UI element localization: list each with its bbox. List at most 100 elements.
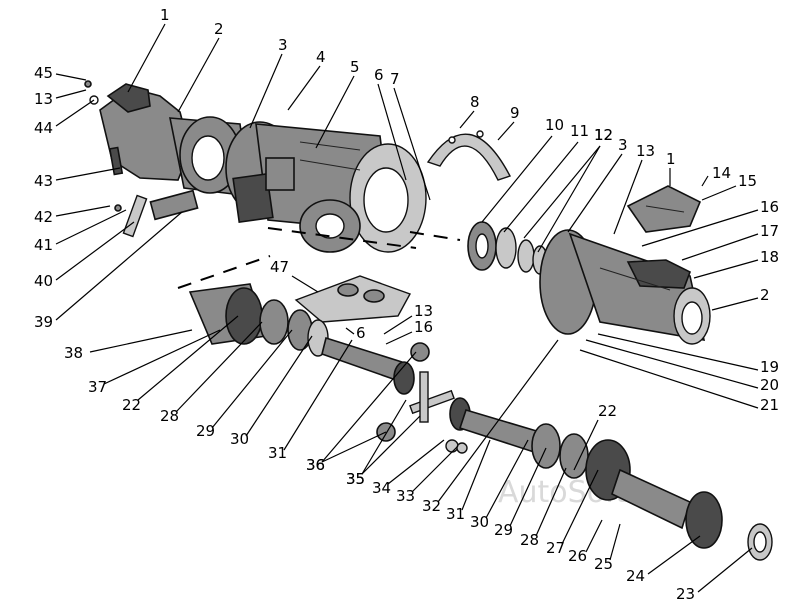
callout-label: 12 — [594, 126, 613, 144]
right-half-shaft-assembly — [449, 397, 773, 561]
callout-label: 1 — [160, 6, 170, 24]
callout-label: 27 — [546, 539, 565, 557]
leader-line — [361, 415, 421, 475]
leader-line — [291, 275, 319, 293]
callout-label: 37 — [88, 378, 107, 396]
leader-line — [461, 439, 491, 511]
callout-label: 16 — [760, 198, 779, 216]
leader-line — [481, 135, 553, 223]
leader-line — [597, 333, 759, 371]
callout-label: 43 — [34, 172, 53, 190]
callout-label: 13 — [414, 302, 433, 320]
left-half-shaft-assembly — [188, 283, 415, 395]
leader-line — [641, 209, 759, 247]
left-axle-housing — [99, 83, 251, 197]
callout-label: 5 — [350, 58, 360, 76]
leader-line — [315, 75, 355, 149]
leader-line — [585, 519, 603, 553]
callout-label: 41 — [34, 236, 53, 254]
leader-line — [561, 469, 599, 545]
right-axle-housing — [539, 229, 711, 345]
callout-label: 19 — [760, 358, 779, 376]
callout-label: 22 — [598, 402, 617, 420]
leader-line — [55, 209, 127, 245]
callout-label: 30 — [470, 513, 489, 531]
bracket — [294, 275, 412, 323]
leader-line — [383, 315, 413, 335]
leader-line — [55, 205, 111, 217]
leader-line — [377, 83, 407, 181]
callout-label: 29 — [196, 422, 215, 440]
callout-label: 16 — [414, 318, 433, 336]
leader-line — [55, 221, 135, 281]
leader-line — [55, 89, 87, 99]
callout-label: 47 — [270, 258, 289, 276]
leader-line — [579, 349, 759, 409]
callout-label: 3 — [278, 36, 288, 54]
leader-line — [175, 321, 263, 413]
seal-rings — [467, 221, 548, 275]
callout-label: 6 — [374, 66, 384, 84]
leader-line — [55, 73, 87, 81]
callout-label: 20 — [760, 376, 779, 394]
leader-line — [503, 141, 579, 233]
leader-line — [585, 339, 759, 389]
leader-line — [411, 445, 459, 493]
leader-line — [509, 447, 547, 527]
callout-label: 30 — [230, 430, 249, 448]
callout-label: 2 — [760, 286, 770, 304]
leader-line — [711, 297, 759, 311]
leader-line — [387, 439, 445, 485]
callout-label: 45 — [34, 64, 53, 82]
leader-line — [437, 339, 559, 503]
callout-label: 40 — [34, 272, 53, 290]
leader-line — [103, 329, 221, 385]
callout-label: 18 — [760, 248, 779, 266]
callout-label: 1 — [666, 150, 676, 168]
callout-label: 2 — [214, 20, 224, 38]
leader-line — [459, 110, 475, 129]
callout-label: 23 — [676, 585, 695, 603]
callout-label: 10 — [545, 116, 564, 134]
callout-label: 44 — [34, 119, 53, 137]
callout-label: 14 — [712, 164, 731, 182]
callout-label: 6 — [356, 324, 366, 342]
leader-line — [345, 327, 355, 335]
leader-line — [393, 87, 431, 201]
callout-label: 12 — [594, 126, 613, 144]
callout-label: 4 — [316, 48, 326, 66]
callout-label: 11 — [570, 122, 589, 140]
brake-band — [426, 130, 512, 181]
leader-line — [55, 211, 183, 321]
leader-line — [701, 185, 737, 201]
callout-label: 38 — [64, 344, 83, 362]
callout-label: 24 — [626, 567, 645, 585]
callout-label: 28 — [160, 407, 179, 425]
leader-line — [523, 145, 601, 239]
leader-line — [697, 547, 753, 593]
callout-label: 9 — [510, 104, 520, 122]
callout-label: 26 — [568, 547, 587, 565]
leader-line — [321, 351, 417, 463]
callout-label: 28 — [520, 531, 539, 549]
leader-line — [573, 419, 599, 471]
leader-line — [609, 523, 621, 561]
leader-line — [55, 99, 95, 127]
callout-label: 34 — [372, 479, 391, 497]
callout-label: 36 — [306, 456, 325, 474]
callout-label: 7 — [390, 70, 400, 88]
callout-label: 33 — [396, 487, 415, 505]
leader-line — [647, 535, 701, 575]
leader-line — [249, 53, 283, 129]
callout-label: 36 — [306, 456, 325, 474]
leader-line — [537, 145, 601, 253]
leader-line — [485, 439, 529, 519]
leader-line — [127, 23, 166, 93]
callout-label: 32 — [422, 497, 441, 515]
callout-label: 35 — [346, 470, 365, 488]
callout-label: 17 — [760, 222, 779, 240]
leader-line — [211, 329, 293, 429]
callout-label: 25 — [594, 555, 613, 573]
